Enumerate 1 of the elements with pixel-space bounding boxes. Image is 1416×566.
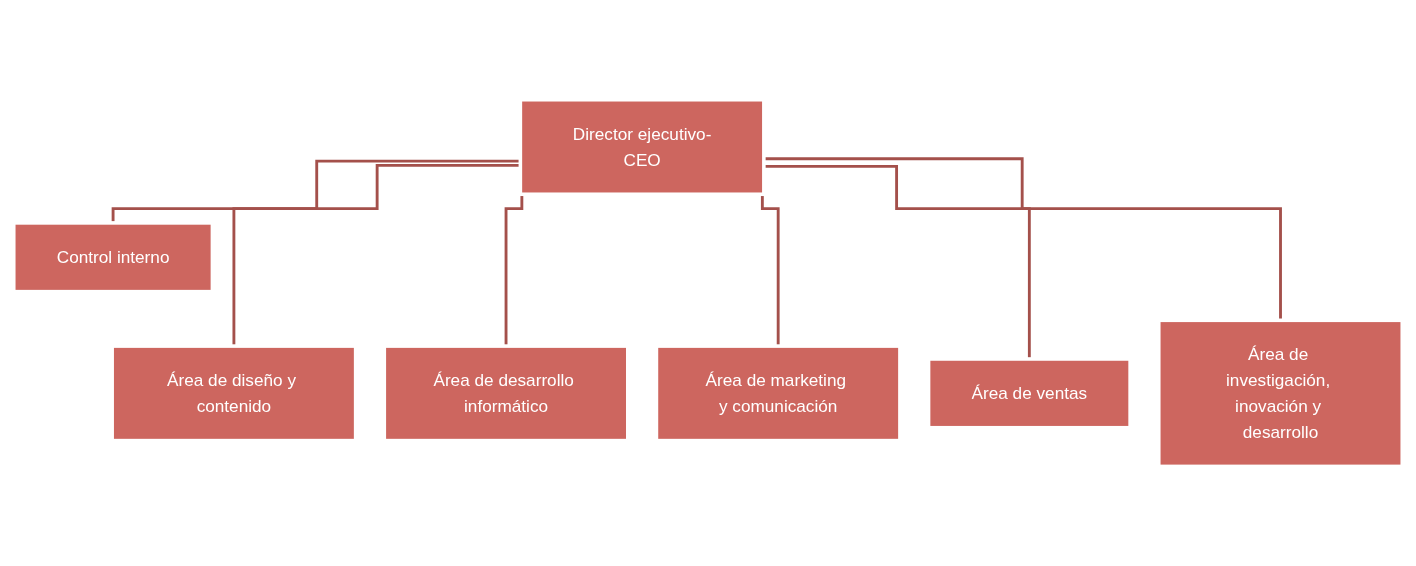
org-chart: Director ejecutivo-CEO Control interno Área de diseño y contenido Área de desarrollo informático Área de marketing y comunicación Área de ventas Área de investigación, inovación y desarrollo — [8, 93, 1408, 473]
